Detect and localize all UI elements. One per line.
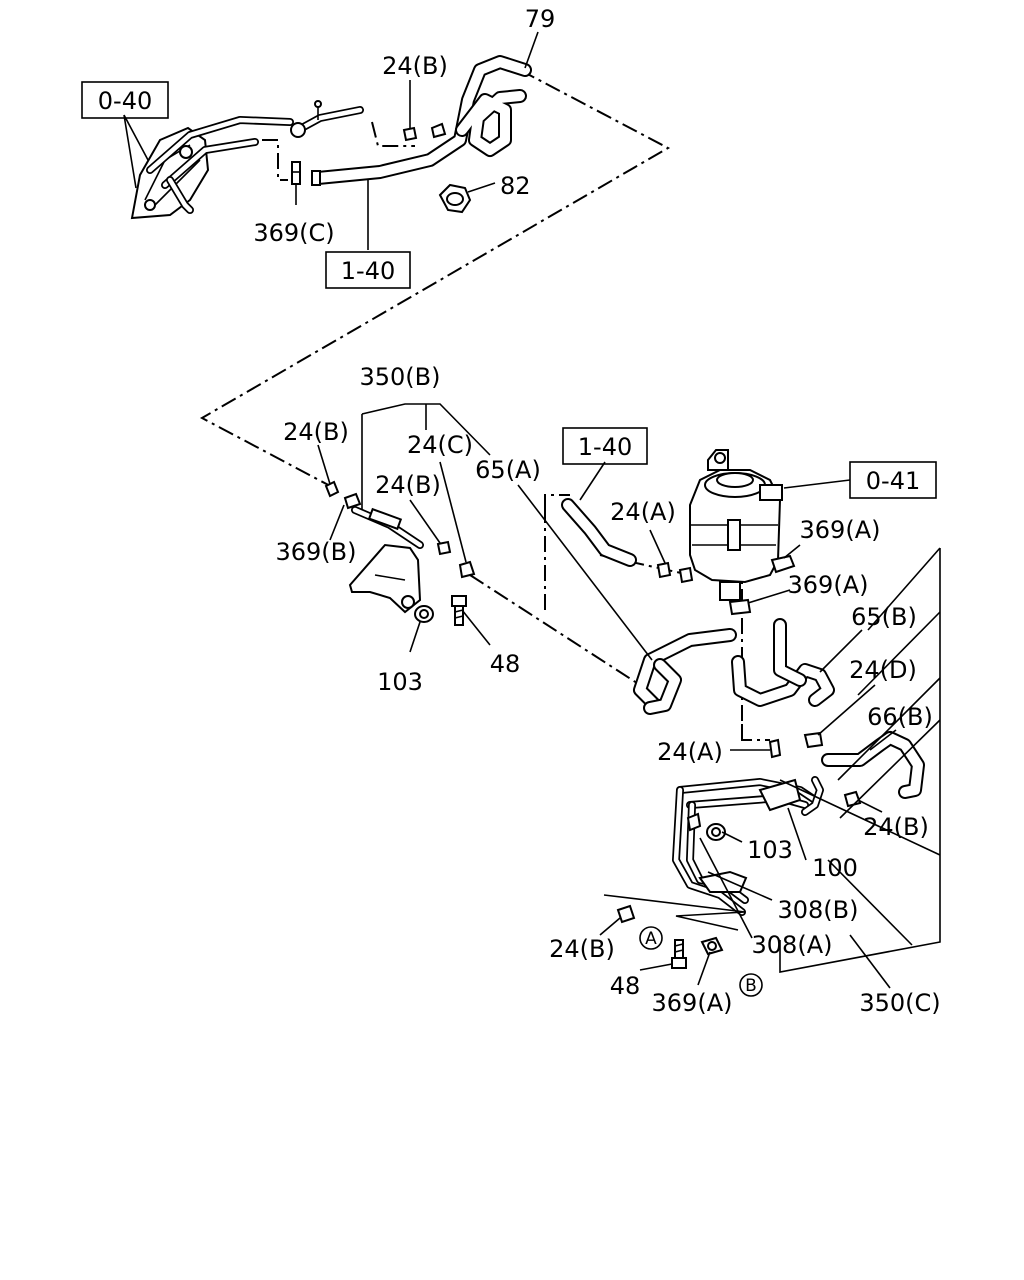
part-label-24b-left: 24(B) [283,418,349,446]
reference-box-1-40-top-label: 1-40 [341,257,395,285]
bolt-48-left [451,595,467,626]
fuel-hose-65a [633,628,737,715]
reference-box-1-40-mid-label: 1-40 [578,433,632,461]
clip-24a-upper [656,561,694,584]
fuel-filter [689,449,783,601]
clip-24a-lower [768,738,782,759]
part-label-350b: 350(B) [360,363,441,391]
part-label-48-bottom: 48 [610,972,641,1000]
clip-24b-top [402,122,447,142]
reference-box-1-40-mid: 1-40 [562,427,648,465]
part-label-308a: 308(A) [752,931,833,959]
clamp-369a-1 [770,554,796,574]
part-label-24a-upper: 24(A) [610,498,676,526]
part-label-24a-lower: 24(A) [657,738,723,766]
part-label-308b: 308(B) [778,896,859,924]
fuel-routing-path-lower [469,574,641,686]
part-label-100: 100 [812,854,858,882]
part-label-350c: 350(C) [859,989,940,1017]
callout-circle-a-label: A [645,929,657,949]
part-label-24b-right: 24(B) [863,813,929,841]
callout-circle-a: A [639,926,663,950]
clip-24b-right [843,790,862,808]
clip-24d [803,731,824,749]
reference-box-0-40: 0-40 [81,81,169,119]
reference-box-0-41-label: 0-41 [866,467,920,495]
part-label-82: 82 [500,172,531,200]
nut-103-right [706,823,726,841]
part-label-369a-bottom: 369(A) [652,989,733,1017]
part-label-66b: 66(B) [867,703,933,731]
part-label-24c: 24(C) [407,431,473,459]
callout-circle-b-label: B [745,976,757,996]
part-label-369b: 369(B) [276,538,357,566]
part-label-48-left: 48 [490,650,521,678]
fuel-hose-top [311,55,532,186]
leader-lines [123,31,941,989]
grommet-82 [438,183,472,214]
clamp-369a-2 [728,598,752,616]
part-label-24b-top: 24(B) [382,52,448,80]
fuel-hose-65b [731,618,835,707]
fuel-hose-66b [821,731,925,799]
clamp-369a-bottom [700,936,724,956]
clip-24b-bottom [616,904,636,924]
part-label-369a-1: 369(A) [800,516,881,544]
part-label-103-left: 103 [377,668,423,696]
clips-mid-row [436,540,476,579]
mid-bracket-assembly [324,480,424,614]
part-label-65a: 65(A) [475,456,541,484]
part-label-79: 79 [525,5,556,33]
callout-circle-b: B [739,973,763,997]
part-label-24b-mid: 24(B) [375,471,441,499]
clip-369c [291,161,301,185]
bolt-48-bottom [671,939,687,969]
nut-103-left [414,605,434,623]
part-label-24d: 24(D) [849,656,917,684]
part-label-65b: 65(B) [851,603,917,631]
part-label-24b-bottom: 24(B) [549,935,615,963]
reference-box-0-40-label: 0-40 [98,87,152,115]
part-label-369a-2: 369(A) [788,571,869,599]
return-routing-path [262,121,415,181]
injection-pump-bracket [130,100,364,220]
filter-routing-path [544,494,770,741]
part-label-103-right: 103 [747,836,793,864]
fuel-hose-filter-inlet [561,498,637,567]
reference-box-1-40-top: 1-40 [325,251,411,289]
reference-box-0-41: 0-41 [849,461,937,499]
fuel-routing-path [199,69,671,489]
part-label-369c: 369(C) [253,219,334,247]
